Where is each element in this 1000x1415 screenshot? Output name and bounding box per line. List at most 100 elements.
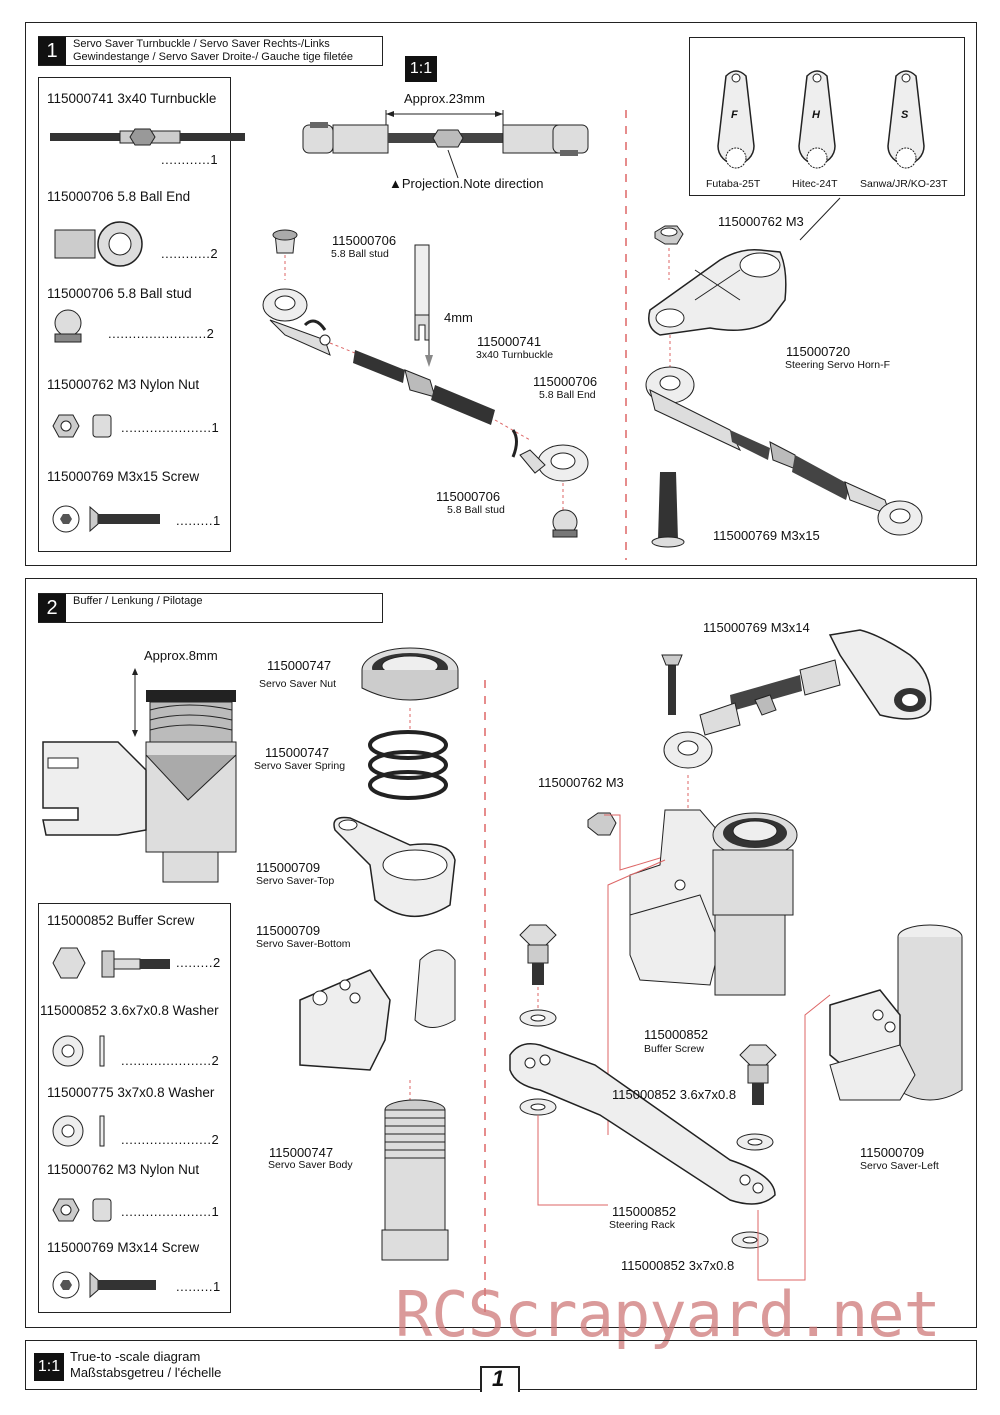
part-turnbuckle-qty: ............1 [161,152,219,167]
steering-assembly-drawing [509,629,963,1281]
horn-sanwa-icon [887,70,925,169]
saver-spring-sub: Servo Saver Spring [254,760,346,772]
step1-title-line2: Gewindestange / Servo Saver Droite-/ Gau… [73,51,354,63]
watermark: RCScrapyard.net [395,1278,941,1351]
horn-hitec-icon [798,70,836,169]
step1-panel [25,22,977,566]
washer-36-icon [52,1035,105,1067]
ball-stud-icon [54,309,82,343]
approx-8mm-label: Approx.8mm [144,648,218,663]
screw-icon [52,505,160,533]
servo-saver-exploded-drawing [299,647,459,1261]
buffer-screw-icon [52,947,170,979]
part-m3-nut-qty: ......................1 [121,420,220,435]
ball-end-icon [54,221,143,267]
step1-title-line1: Servo Saver Turnbuckle / Servo Saver Rec… [73,38,330,50]
horn-futaba-caption: Futaba-25T [706,178,761,190]
turnbuckle-scale-drawing [302,110,589,179]
washer-36-callout: 115000852 3.6x7x0.8 [612,1087,737,1102]
turnbuckle-icon [50,128,245,146]
saver-nut-sub: Servo Saver Nut [259,678,337,690]
scale-badge-step1: 1:1 [405,56,437,82]
horn-hitec-caption: Hitec-24T [792,178,838,190]
saver-top-sub: Servo Saver-Top [256,875,335,887]
step1-divider [625,110,627,560]
turnbuckle-num: 115000741 [477,334,542,349]
turnbuckle-sub: 3x40 Turnbuckle [476,349,554,361]
step2-parts-list [38,903,231,1313]
horn-sanwa-letter: S [901,109,909,121]
saver-nut-num: 115000747 [267,658,332,673]
part-turnbuckle-label: 115000741 3x40 Turnbuckle [47,91,217,106]
tool-size-label: 4mm [444,310,473,325]
steering-rack-sub: Steering Rack [609,1219,675,1231]
footer-line2: Maßstabsgetreu / l'échelle [70,1365,222,1380]
step2-divider [484,680,486,1320]
scale-badge-footer: 1:1 [34,1353,64,1381]
part-m3-nut-2-label: 115000762 M3 Nylon Nut [47,1162,200,1177]
part-washer-3-label: 115000775 3x7x0.8 Washer [47,1085,215,1100]
step2-title: Buffer / Lenkung / Pilotage [73,595,203,607]
saver-spring-num: 115000747 [265,745,330,760]
part-ball-end-label: 115000706 5.8 Ball End [47,189,191,204]
buffer-screw-num: 115000852 [644,1027,709,1042]
part-m3x15-label: 115000769 M3x15 Screw [47,469,200,484]
horn-futaba-letter: F [731,109,738,121]
page-number-box [480,1366,520,1392]
saver-body-num: 115000747 [269,1145,334,1160]
saver-top-num: 115000709 [256,860,321,875]
part-ball-stud-label: 115000706 5.8 Ball stud [47,286,192,301]
step1-number: 1 [38,37,66,65]
step1-parts-list [38,77,231,552]
horn-nut-label: 115000762 M3 [718,214,804,229]
part-washer-36-qty: ......................2 [121,1053,220,1068]
approx-23mm-label: Approx.23mm [404,91,485,106]
turnbuckle-exploded-drawing [262,229,589,538]
ball-end-num: 115000706 [533,374,598,389]
part-m3x14-qty: .........1 [176,1279,221,1294]
m3x14-screw-label: 115000769 M3x14 [703,620,810,635]
step2-panel [25,578,977,1328]
servo-saver-assembled-drawing [42,668,237,883]
tool-wrench-icon [414,244,433,367]
horn-sub: Steering Servo Horn-F [785,359,891,371]
page-number: 1 [492,1366,505,1391]
horn-futaba-icon [717,70,755,169]
part-buffer-screw-qty: .........2 [176,955,221,970]
step2-number: 2 [38,594,66,622]
projection-note: ▲Projection.Note direction [389,176,544,191]
buffer-screw-sub: Buffer Screw [644,1043,704,1055]
ball-stud-top-num: 115000706 [332,233,397,248]
servo-horn-assembly-drawing [645,197,923,548]
m3x15-screw-label: 115000769 M3x15 [713,528,820,543]
saver-bottom-sub: Servo Saver-Bottom [256,938,351,950]
m3-nut-label: 115000762 M3 [538,775,624,790]
steering-rack-num: 115000852 [612,1204,677,1219]
horn-num: 115000720 [786,344,851,359]
saver-body-sub: Servo Saver Body [268,1159,353,1171]
ball-stud-bot-sub: 5.8 Ball stud [447,504,505,516]
saver-left-num: 115000709 [860,1145,925,1160]
ball-stud-top-sub: 5.8 Ball stud [331,248,389,260]
saver-bottom-num: 115000709 [256,923,321,938]
part-m3-nut-2-qty: ......................1 [121,1204,220,1219]
ball-end-sub: 5.8 Ball End [539,389,596,401]
washer-3-icon [52,1115,105,1147]
part-m3x14-label: 115000769 M3x14 Screw [47,1240,200,1255]
horn-hitec-letter: H [812,109,820,121]
horn-types-box [689,37,965,196]
part-ball-end-qty: ............2 [161,246,219,261]
horn-sanwa-caption: Sanwa/JR/KO-23T [860,178,948,190]
washer-3-callout: 115000852 3x7x0.8 [621,1258,735,1273]
part-buffer-screw-label: 115000852 Buffer Screw [47,913,195,928]
part-m3-nut-label: 115000762 M3 Nylon Nut [47,377,200,392]
part-ball-stud-qty: ........................2 [108,326,215,341]
saver-left-sub: Servo Saver-Left [860,1160,939,1172]
nylon-nut-2-icon [52,1198,112,1222]
footer-line1: True-to -scale diagram [70,1349,201,1364]
screw-2-icon [52,1271,156,1299]
part-washer-3-qty: ......................2 [121,1132,220,1147]
nylon-nut-icon [52,414,112,438]
ball-stud-bot-num: 115000706 [436,489,501,504]
part-washer-36-label: 115000852 3.6x7x0.8 Washer [40,1003,219,1018]
